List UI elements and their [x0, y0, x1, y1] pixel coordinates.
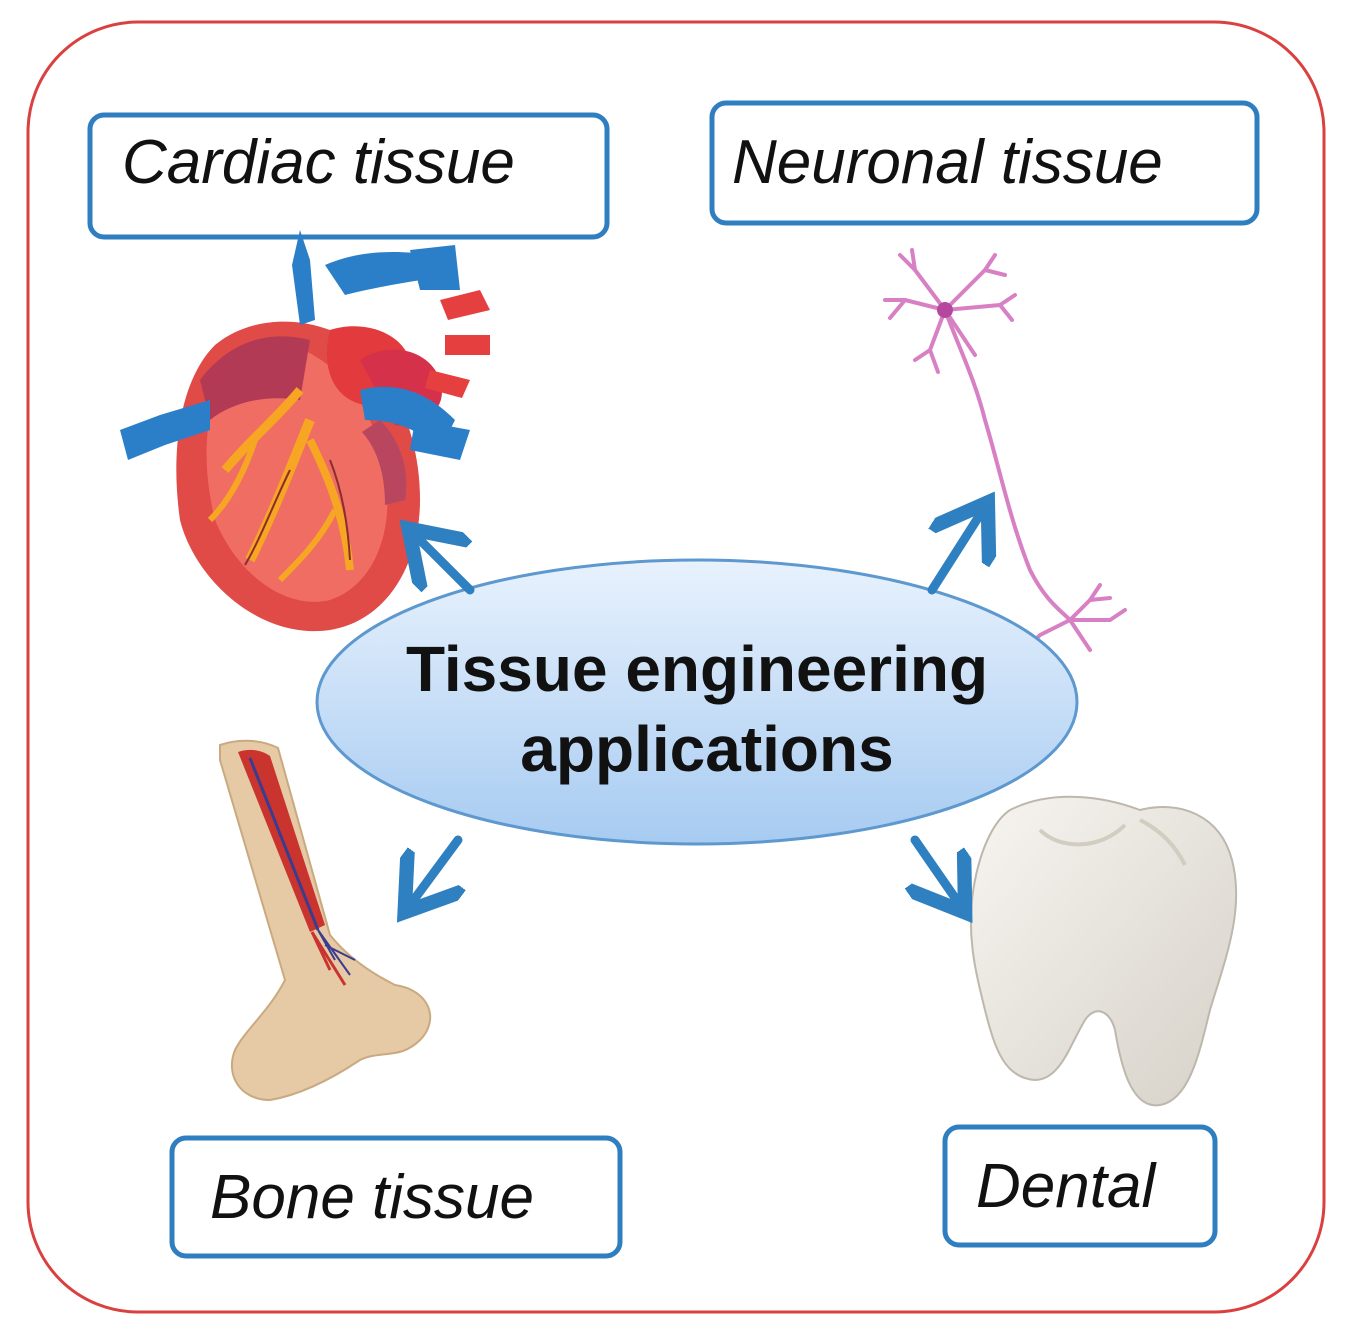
- cardiac-label: Cardiac tissue: [122, 128, 515, 197]
- arrows: [410, 510, 983, 905]
- center-title-line1: Tissue engineering: [405, 633, 989, 705]
- dental-label-box: [942, 1124, 1218, 1248]
- neuronal-label: Neuronal tissue: [732, 128, 1163, 197]
- arrow-to-cardiac: [415, 535, 475, 595]
- arrow-to-bone: [410, 835, 458, 905]
- arrow-to-neuronal: [927, 510, 983, 595]
- cardiac-label-box: [87, 112, 610, 240]
- bone-label-box: [169, 1135, 623, 1259]
- bone-label: Bone tissue: [210, 1163, 534, 1232]
- bone-icon: [219, 739, 432, 1102]
- center-ellipse: [315, 558, 1079, 846]
- center-title-line2: applications: [520, 713, 894, 785]
- tooth-icon: [969, 795, 1238, 1107]
- arrow-to-dental: [915, 835, 960, 905]
- neuron-icon: [883, 248, 1127, 652]
- dental-label: Dental: [976, 1152, 1156, 1221]
- neuronal-label-box: [709, 100, 1260, 226]
- heart-icon: [120, 230, 490, 632]
